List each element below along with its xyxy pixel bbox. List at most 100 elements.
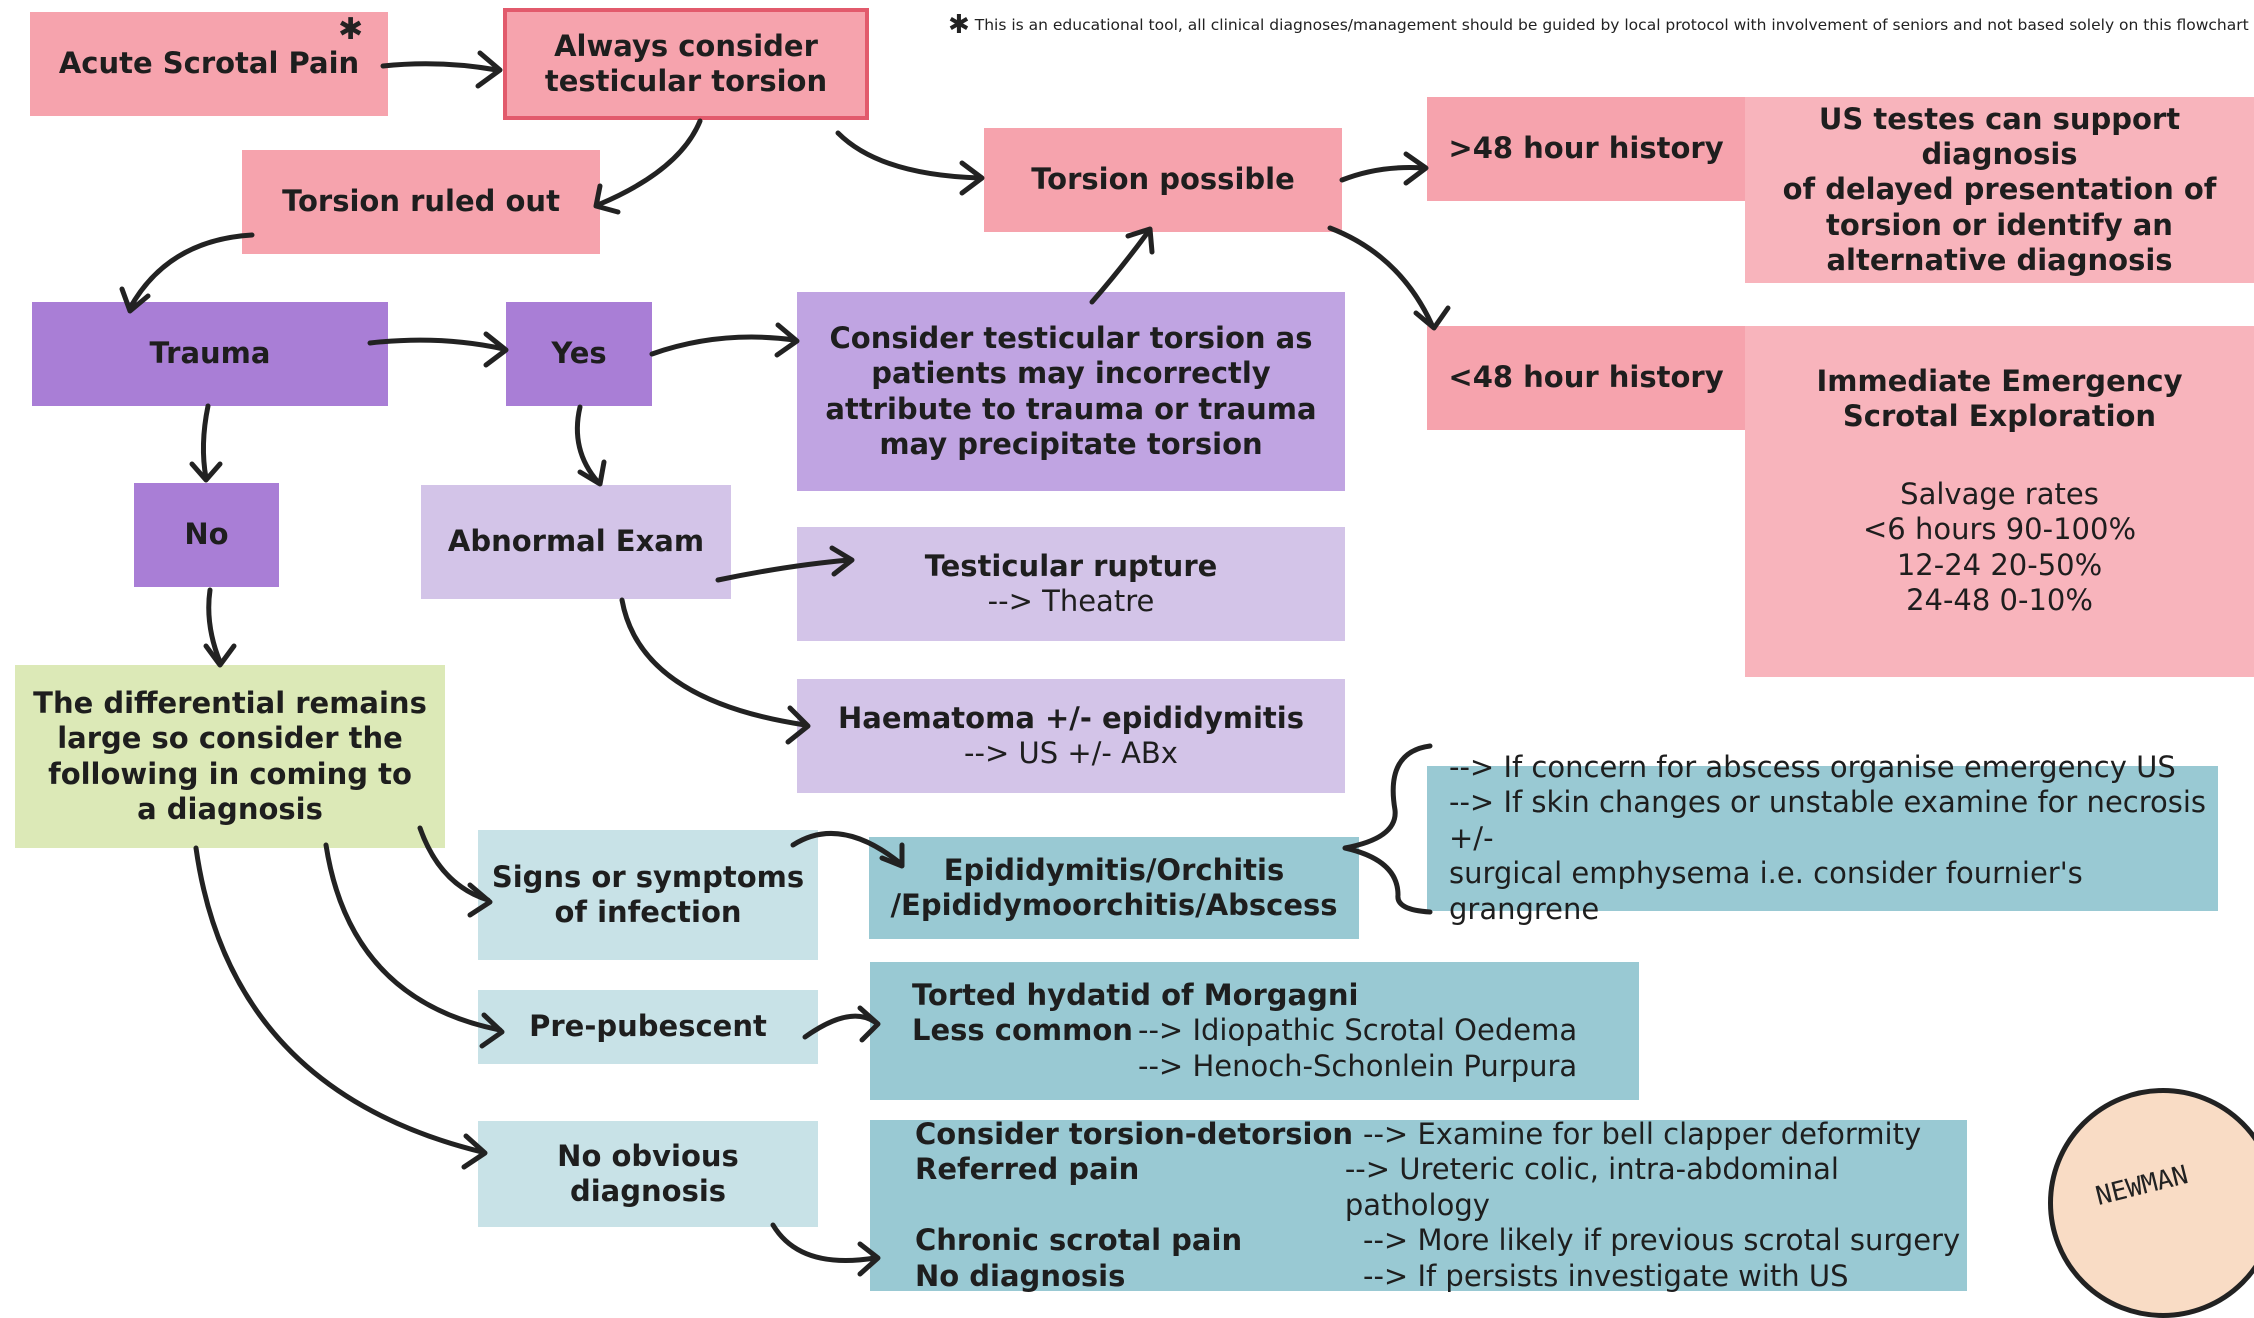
testicular-rupture-label: Testicular rupture	[924, 548, 1218, 583]
final-options-box: Consider torsion-detorsion --> Examine f…	[870, 1117, 1967, 1294]
gt48-note-box: US testes can support diagnosis of delay…	[1745, 97, 2254, 283]
differential-line-2: large so consider the	[57, 721, 403, 756]
arrow-differential-to-prepubescent	[323, 842, 505, 1049]
final-row-label: No diagnosis	[915, 1258, 1126, 1293]
haematoma-box: Haematoma +/- epididymitis --> US +/- AB…	[797, 679, 1345, 793]
arrow-always-to-possible	[835, 130, 985, 196]
consider-torsion-line-2: patients may incorrectly	[871, 356, 1271, 391]
differential-line-1: The differential remains	[33, 685, 427, 720]
signature-logo: NEWMAN	[2048, 1088, 2254, 1318]
immediate-line-2: Scrotal Exploration	[1842, 399, 2157, 434]
final-row-note: --> More likely if previous scrotal surg…	[1363, 1223, 1961, 1258]
gt48-note-line-1: US testes can support diagnosis	[1818, 101, 2181, 171]
less-common-item-1: --> Idiopathic Scrotal Oedema	[1138, 1013, 1578, 1048]
testicular-rupture-action: --> Theatre	[987, 584, 1155, 618]
consider-torsion-line-1: Consider testicular torsion as	[829, 320, 1313, 355]
arrow-no-to-differential	[203, 587, 237, 668]
no-obvious-diagnosis-box: No obvious diagnosis	[478, 1121, 818, 1227]
disclaimer: ✱ This is an educational tool, all clini…	[948, 10, 2249, 40]
arrow-possible-to-lt48	[1327, 225, 1451, 331]
abscess-note-1: --> If concern for abscess organise emer…	[1449, 750, 2176, 785]
no-obvious-diagnosis-label: No obvious diagnosis	[557, 1138, 739, 1208]
trauma-box: Trauma	[32, 302, 388, 406]
differential-line-3: following in coming to	[48, 756, 412, 791]
final-row-note: --> Examine for bell clapper deformity	[1363, 1117, 1922, 1152]
final-row-label: Chronic scrotal pain	[915, 1223, 1243, 1258]
torted-hydatid-label: Torted hydatid of Morgagni	[912, 977, 1359, 1012]
arrow-yes-to-abnormal	[574, 404, 607, 487]
abscess-notes-box: --> If concern for abscess organise emer…	[1427, 750, 2218, 926]
final-row: Consider torsion-detorsion --> Examine f…	[915, 1117, 1967, 1152]
haematoma-label: Haematoma +/- epididymitis	[838, 700, 1304, 735]
arrow-infection-to-epididymitis	[790, 831, 905, 869]
final-row-note: --> Ureteric colic, intra-abdominal path…	[1344, 1152, 1839, 1222]
immediate-line-1: Immediate Emergency	[1816, 364, 2183, 398]
final-row: Referred pain --> Ureteric colic, intra-…	[915, 1152, 1967, 1223]
arrow-prepubescent-to-torted	[802, 1005, 881, 1043]
asterisk-icon: ✱	[948, 10, 970, 40]
infection-box: Signs or symptoms of infection	[478, 830, 818, 960]
less-common-label: Less common	[912, 1013, 1133, 1048]
trauma-label: Trauma	[149, 336, 271, 371]
always-consider-line-2: testicular torsion	[544, 64, 828, 98]
gt48-note-line-3: torsion or identify an	[1826, 207, 2173, 242]
arrow-abnormal-to-haematoma	[619, 597, 811, 745]
arrow-yes-to-consider	[649, 322, 800, 358]
salvage-line-4: 24-48 0-10%	[1906, 582, 2093, 617]
flow-arrows	[119, 50, 1451, 1277]
epididymitis-line-2: /Epididymoorchitis/Abscess	[890, 888, 1338, 922]
abscess-note-2: --> If skin changes or unstable examine …	[1449, 785, 2207, 855]
final-row: No diagnosis --> If persists investigate…	[915, 1259, 1967, 1294]
arrow-differential-to-no-obvious	[193, 845, 488, 1170]
arrow-possible-to-gt48	[1339, 151, 1429, 186]
gt48-box: >48 hour history	[1427, 97, 1745, 201]
no-box: No	[134, 483, 279, 587]
arrow-acute-to-always	[380, 50, 503, 89]
asterisk-icon: ✱	[338, 12, 364, 47]
consider-torsion-line-4: may precipitate torsion	[879, 426, 1263, 461]
salvage-line-3: 12-24 20-50%	[1896, 547, 2103, 582]
gt48-note-line-4: alternative diagnosis	[1826, 243, 2173, 278]
final-row: Chronic scrotal pain --> More likely if …	[915, 1223, 1967, 1258]
epididymitis-box: Epididymitis/Orchitis /Epididymoorchitis…	[869, 837, 1359, 939]
lt48-box: <48 hour history	[1427, 326, 1745, 430]
torsion-possible-box: Torsion possible	[984, 128, 1342, 232]
testicular-rupture-box: Testicular rupture --> Theatre	[797, 527, 1345, 641]
arrow-no-obvious-to-final	[770, 1222, 881, 1277]
always-consider-line-1: Always consider	[554, 28, 818, 63]
differential-line-4: a diagnosis	[137, 791, 323, 826]
arrow-trauma-to-yes	[367, 331, 509, 368]
gt48-note-line-2: of delayed presentation of	[1782, 172, 2217, 207]
salvage-line-1: Salvage rates	[1900, 476, 2099, 511]
abnormal-exam-label: Abnormal Exam	[447, 524, 705, 559]
arrow-always-to-ruled-out	[593, 118, 703, 215]
final-row-label: Consider torsion-detorsion	[915, 1117, 1354, 1152]
salvage-line-2: <6 hours 90-100%	[1863, 512, 2136, 547]
prepubescent-box: Pre-pubescent	[478, 990, 818, 1064]
torted-hydatid-box: Torted hydatid of Morgagni Less common -…	[870, 962, 1639, 1100]
acute-scrotal-pain-label: Acute Scrotal Pain	[58, 46, 360, 81]
gt48-label: >48 hour history	[1448, 131, 1724, 166]
arrow-differential-to-infection	[417, 825, 493, 918]
no-label: No	[184, 517, 229, 552]
acute-scrotal-pain-box: Acute Scrotal Pain	[30, 12, 388, 116]
torsion-possible-label: Torsion possible	[1031, 162, 1295, 197]
arrow-trauma-to-no	[189, 403, 223, 483]
haematoma-action: --> US +/- ABx	[964, 736, 1178, 770]
prepubescent-label: Pre-pubescent	[529, 1009, 767, 1044]
final-row-label: Referred pain	[915, 1152, 1140, 1187]
arrow-ruled-out-to-trauma	[119, 232, 255, 314]
yes-box: Yes	[506, 302, 652, 406]
less-common-row: Less common --> Idiopathic Scrotal Oedem…	[912, 1013, 1639, 1048]
yes-label: Yes	[551, 336, 607, 371]
lt48-label: <48 hour history	[1448, 360, 1724, 395]
final-row-note: --> If persists investigate with US	[1363, 1258, 1849, 1293]
arrow-consider-to-possible	[1089, 226, 1155, 305]
epididymitis-line-1: Epididymitis/Orchitis	[943, 852, 1285, 887]
torsion-ruled-out-box: Torsion ruled out	[242, 150, 600, 254]
disclaimer-text: This is an educational tool, all clinica…	[974, 16, 2249, 34]
consider-torsion-line-3: attribute to trauma or trauma	[825, 391, 1317, 426]
arrow-abnormal-to-rupture	[715, 545, 855, 583]
always-consider-torsion-box: Always consider testicular torsion	[503, 8, 869, 120]
differential-box: The differential remains large so consid…	[15, 665, 445, 848]
